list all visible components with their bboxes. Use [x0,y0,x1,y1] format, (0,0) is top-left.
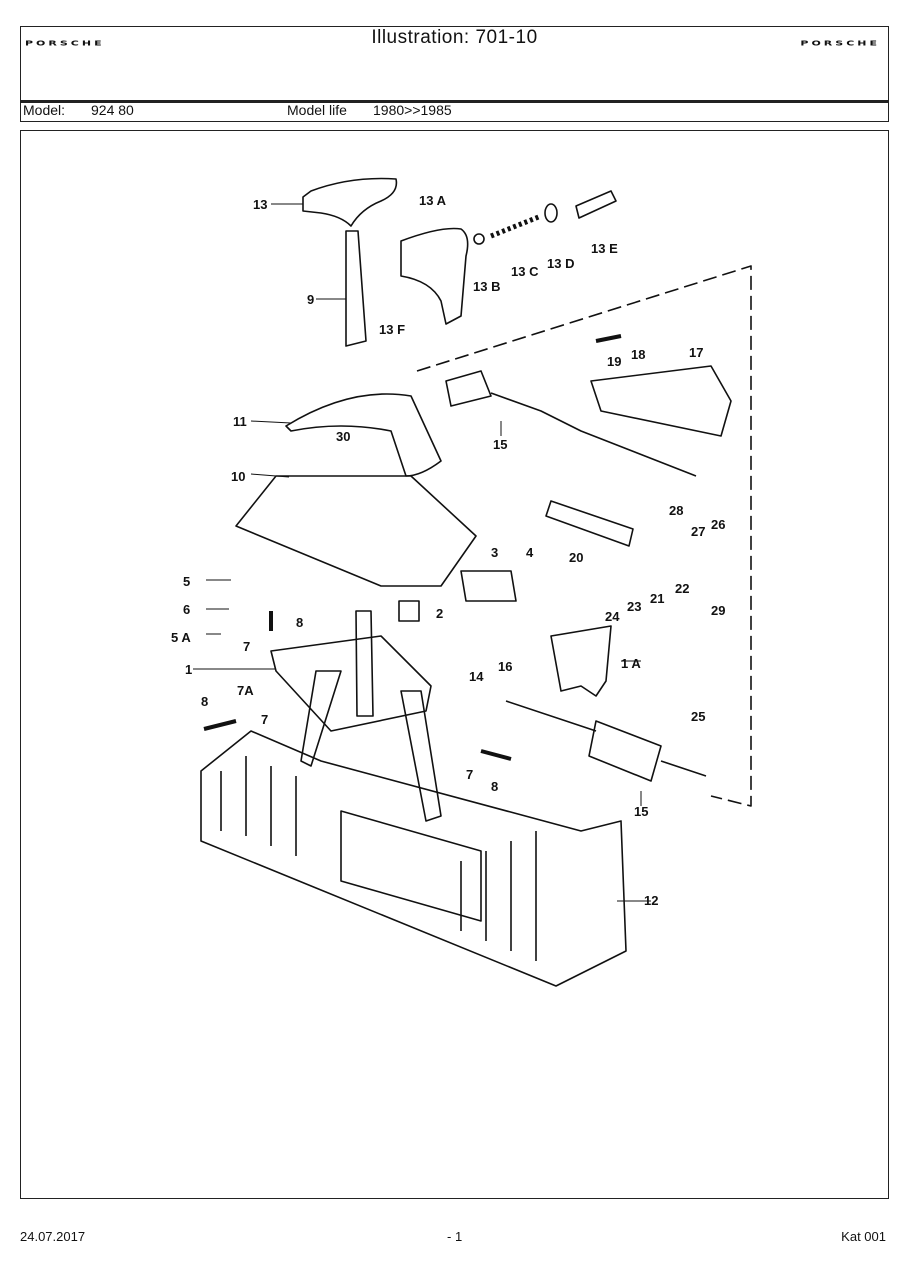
model-life-value: 1980>>1985 [373,102,452,118]
callout-11: 11 [233,414,247,429]
callout-22: 22 [675,581,689,596]
header-divider [21,100,888,103]
model-row: Model: 924 80 Model life 1980>>1985 [21,102,888,120]
footer-page: - 1 [447,1229,463,1244]
callout-16: 16 [498,659,512,674]
illustration-frame: 13 13 A 13 B 13 C 13 D 13 E 13 F 9 19 18… [20,130,889,1199]
header-box: PORSCHE Illustration: 701-10 PORSCHE Mod… [20,26,889,122]
callout-13b: 13 B [473,279,500,294]
callout-13d: 13 D [547,256,574,271]
callout-8-upper: 8 [296,615,303,630]
model-life-label: Model life [287,102,347,118]
callout-2: 2 [436,606,443,621]
callout-13a: 13 A [419,193,447,208]
callout-25: 25 [691,709,705,724]
callout-19: 19 [607,354,621,369]
callout-7-upper: 7 [243,639,250,654]
callout-27: 27 [691,524,705,539]
callout-15-upper: 15 [493,437,507,452]
callout-1a: 1 A [621,656,641,671]
model-value: 924 80 [91,102,134,118]
callout-5: 5 [183,574,190,589]
callout-21: 21 [650,591,664,606]
porsche-logo-left: PORSCHE [25,39,105,48]
footer-date: 24.07.2017 [20,1229,86,1244]
callout-8-left: 8 [201,694,208,709]
callout-23: 23 [627,599,641,614]
callout-18: 18 [631,347,645,362]
callout-15-lower: 15 [634,804,648,819]
callout-30: 30 [336,429,350,444]
callout-13e: 13 E [591,241,618,256]
callout-28: 28 [669,503,683,518]
model-label: Model: [23,102,66,118]
callout-24: 24 [605,609,620,624]
callout-8-lower: 8 [491,779,498,794]
callout-7a: 7A [237,683,254,698]
callout-17: 17 [689,345,703,360]
callout-labels: 13 13 A 13 B 13 C 13 D 13 E 13 F 9 19 18… [171,193,725,908]
callout-6: 6 [183,602,190,617]
callout-29: 29 [711,603,725,618]
callout-5a: 5 A [171,630,191,645]
callout-26: 26 [711,517,725,532]
callout-13c: 13 C [511,264,539,279]
page-title: Illustration: 701-10 [371,27,538,48]
callout-3: 3 [491,545,498,560]
exploded-parts-diagram: 13 13 A 13 B 13 C 13 D 13 E 13 F 9 19 18… [171,177,752,987]
callout-20: 20 [569,550,583,565]
footer-catalog: Kat 001 [841,1229,886,1244]
porsche-logo-right: PORSCHE [800,39,880,48]
callout-13: 13 [253,197,267,212]
callout-9: 9 [307,292,314,307]
callout-10: 10 [231,469,245,484]
callout-12: 12 [644,893,658,908]
callout-4: 4 [526,545,534,560]
callout-1: 1 [185,662,192,677]
callout-13f: 13 F [379,322,405,337]
callout-14: 14 [469,669,484,684]
callout-7-left: 7 [261,712,268,727]
callout-7-lower: 7 [466,767,473,782]
